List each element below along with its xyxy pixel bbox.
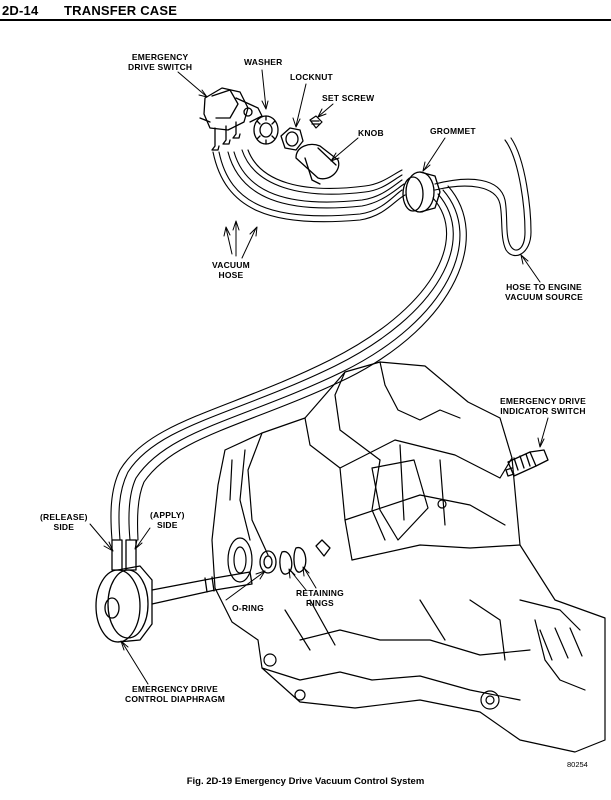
- page-header: 2D-14 TRANSFER CASE: [0, 0, 611, 22]
- header-rule: [0, 19, 611, 21]
- transfer-case-housing: [211, 361, 606, 753]
- label-set-screw: SET SCREW: [322, 93, 375, 103]
- vacuum-hoses: [110, 137, 532, 541]
- knob: [295, 143, 340, 185]
- figure-number: 80254: [567, 760, 588, 769]
- locknut: [280, 127, 304, 151]
- label-hose-to-engine: HOSE TO ENGINE VACUUM SOURCE: [505, 282, 584, 302]
- figure-caption: Fig. 2D-19 Emergency Drive Vacuum Contro…: [186, 776, 425, 787]
- label-locknut: LOCKNUT: [290, 72, 333, 82]
- label-release-side: (RELEASE) SIDE: [40, 512, 88, 532]
- label-emergency-drive-switch: EMERGENCY DRIVE SWITCH: [128, 52, 193, 72]
- page-number: 2D-14: [2, 3, 39, 18]
- washer: [253, 115, 279, 145]
- label-apply-side: (APPLY) SIDE: [150, 510, 185, 530]
- leader-lines: [89, 69, 549, 685]
- label-o-ring: O-RING: [232, 603, 264, 613]
- label-control-diaphragm: EMERGENCY DRIVE CONTROL DIAPHRAGM: [125, 684, 226, 704]
- indicator-switch: [505, 449, 549, 477]
- label-washer: WASHER: [244, 57, 283, 67]
- label-knob: KNOB: [358, 128, 384, 138]
- label-grommet: GROMMET: [430, 126, 476, 136]
- label-retaining-rings: RETAINING RINGS: [296, 588, 344, 608]
- o-ring-and-retaining-rings: [259, 539, 331, 575]
- emergency-drive-switch: [199, 87, 263, 151]
- label-indicator-switch: EMERGENCY DRIVE INDICATOR SWITCH: [500, 396, 586, 416]
- control-diaphragm: [95, 539, 253, 643]
- grommet: [402, 171, 441, 213]
- label-vacuum-hose: VACUUM HOSE: [212, 260, 250, 280]
- section-title: TRANSFER CASE: [64, 3, 178, 18]
- set-screw: [309, 115, 323, 129]
